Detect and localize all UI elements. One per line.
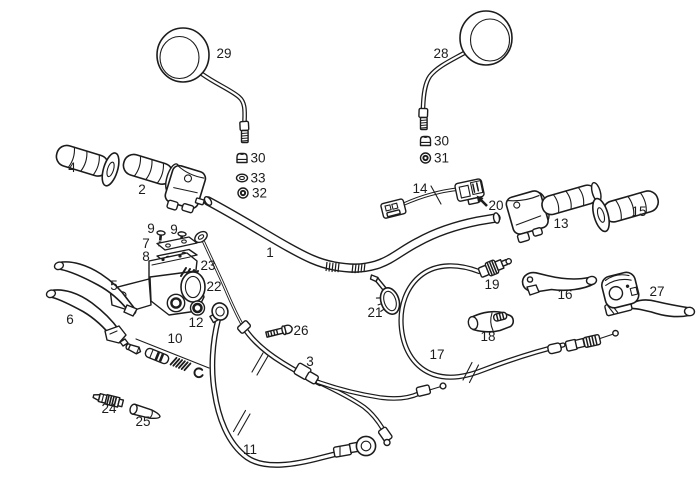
part-18-switch <box>467 310 515 333</box>
part-24-bleed-valve <box>92 392 125 408</box>
label-7: 7 <box>142 236 150 251</box>
icon-cap-nut-30-right <box>419 135 432 147</box>
label-29: 29 <box>216 46 231 61</box>
label-33: 33 <box>251 171 266 186</box>
part-12-washer <box>189 300 206 316</box>
label-3: 3 <box>306 354 314 369</box>
part-19-cable-end <box>477 257 512 278</box>
label-18: 18 <box>480 329 495 344</box>
label-23: 23 <box>200 258 215 273</box>
label-32: 32 <box>252 186 267 201</box>
label-19: 19 <box>484 277 499 292</box>
part-16-lever <box>521 271 598 296</box>
part-labels: 29 28 30 33 32 30 31 4 2 1 14 20 13 15 9… <box>66 46 664 457</box>
label-17: 17 <box>429 347 444 362</box>
label-24: 24 <box>101 401 117 416</box>
part-13-throttle-housing <box>505 181 602 244</box>
part-1-handlebar <box>203 196 501 274</box>
icon-flange-nut-32 <box>237 187 249 199</box>
icon-cap-nut-30-left <box>236 152 248 164</box>
icon-washer-33 <box>235 173 249 183</box>
label-31: 31 <box>434 151 449 166</box>
part-5-brake-lever <box>53 261 138 317</box>
label-2: 2 <box>138 182 146 197</box>
label-6: 6 <box>66 312 74 327</box>
label-11: 11 <box>243 442 257 457</box>
part-25-cap <box>129 403 161 420</box>
part-6-clutch-lever <box>45 289 129 347</box>
label-1: 1 <box>266 245 274 260</box>
part-22-boot <box>180 271 206 303</box>
label-14: 14 <box>412 181 428 196</box>
part-27-switch-lever <box>601 271 696 318</box>
label-15: 15 <box>631 204 646 219</box>
part-10-piston-kit <box>125 338 210 379</box>
part-29-mirror-left <box>156 27 250 144</box>
label-9b: 9 <box>170 222 178 237</box>
part-2-throttle-grip <box>122 153 207 214</box>
label-13: 13 <box>553 216 568 231</box>
icon-flange-nut-31 <box>419 152 432 164</box>
part-3-throttle-cable <box>194 230 447 447</box>
label-8: 8 <box>142 249 150 264</box>
label-21: 21 <box>367 305 382 320</box>
part-21-clamp <box>369 274 401 315</box>
part-7-clamp-plate <box>156 236 198 251</box>
part-4-grip-left <box>55 144 120 187</box>
label-30-left: 30 <box>251 151 266 166</box>
label-27: 27 <box>649 284 664 299</box>
label-16: 16 <box>557 287 572 302</box>
label-30-right: 30 <box>434 134 449 149</box>
label-12: 12 <box>188 315 203 330</box>
part-26-screw <box>265 324 293 338</box>
part-15-grip-right <box>592 190 660 233</box>
break-marks <box>232 352 480 436</box>
label-22: 22 <box>206 279 221 294</box>
label-10: 10 <box>167 331 182 346</box>
knurl-band-left <box>325 261 340 273</box>
part-20-screw-pointer <box>476 195 488 207</box>
part-17-cable <box>398 263 619 380</box>
label-20: 20 <box>488 198 503 213</box>
label-25: 25 <box>135 414 150 429</box>
part-28-mirror-right <box>418 10 513 131</box>
label-9a: 9 <box>147 221 155 236</box>
label-28: 28 <box>433 46 448 61</box>
part-14-wiring <box>380 178 485 219</box>
part-11-brake-hose <box>209 302 377 468</box>
knurl-band-right <box>351 262 366 274</box>
label-4: 4 <box>68 160 76 175</box>
label-26: 26 <box>293 323 308 338</box>
label-5: 5 <box>110 278 118 293</box>
